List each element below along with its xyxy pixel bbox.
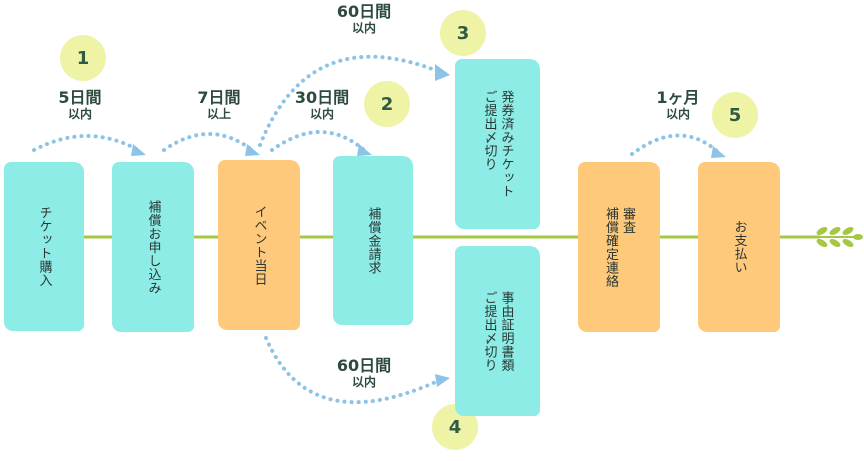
step-badge-2: 2 xyxy=(364,81,410,127)
interval-qualifier: 以内 xyxy=(67,107,92,121)
card-label: 審査 補償確定連絡 xyxy=(603,206,635,288)
step-badge-3: 3 xyxy=(440,10,486,56)
arrow-60days-bottom xyxy=(264,336,442,405)
interval-value: 1ヶ月 xyxy=(656,88,700,107)
interval-qualifier: 以内 xyxy=(665,107,690,121)
card-label: 発券済みチケット ご提出〆切り xyxy=(481,90,514,198)
arrowhead xyxy=(245,144,260,156)
leaf-sprig-icon xyxy=(812,227,863,247)
interval-value: 60日間 xyxy=(336,356,392,375)
step-card-claim: 補償金請求 xyxy=(333,156,413,325)
arrowhead xyxy=(131,144,146,156)
interval-qualifier: 以上 xyxy=(206,107,231,121)
card-label: お支払い xyxy=(731,220,747,274)
step-card-ticket-purchase: チケット購入 xyxy=(4,162,84,331)
arrow-5days xyxy=(32,134,140,152)
arrowhead xyxy=(435,64,450,81)
interval-value: 5日間 xyxy=(58,88,102,107)
arrowhead xyxy=(435,374,450,387)
step-card-event-day: イベント当日 xyxy=(218,160,300,330)
arrow-1month xyxy=(630,133,720,156)
interval-label-7days: 7日間 以上 xyxy=(184,88,254,122)
interval-value: 60日間 xyxy=(336,2,392,21)
interval-label-60days-top: 60日間 以内 xyxy=(326,2,402,36)
card-label: チケット購入 xyxy=(36,206,52,287)
interval-qualifier: 以内 xyxy=(351,375,376,389)
interval-label-60days-bottom: 60日間 以内 xyxy=(326,356,402,390)
interval-value: 30日間 xyxy=(294,88,350,107)
card-label: 補償お申し込み xyxy=(145,199,161,295)
arrowhead xyxy=(711,146,726,158)
step-card-apply: 補償お申し込み xyxy=(112,162,194,332)
arrow-7days xyxy=(162,132,254,152)
step-badge-5: 5 xyxy=(712,92,758,138)
step-card-payment: お支払い xyxy=(698,162,780,332)
step-badge-1: 1 xyxy=(60,35,106,81)
arrow-30days xyxy=(270,130,366,152)
card-label: イベント当日 xyxy=(251,204,267,286)
interval-value: 7日間 xyxy=(197,88,241,107)
interval-qualifier: 以内 xyxy=(351,21,376,35)
card-label: 補償金請求 xyxy=(365,206,381,275)
card-label: 事由証明書類 ご提出〆切り xyxy=(481,290,514,372)
step-card-review: 審査 補償確定連絡 xyxy=(578,162,660,332)
arrow-60days-top xyxy=(258,54,442,147)
arrowhead xyxy=(357,144,372,156)
interval-label-5days: 5日間 以内 xyxy=(45,88,115,122)
step-card-ticket-submission-deadline: 発券済みチケット ご提出〆切り xyxy=(455,59,540,229)
step-card-certificate-submission-deadline: 事由証明書類 ご提出〆切り xyxy=(455,246,540,416)
interval-label-30days: 30日間 以内 xyxy=(286,88,358,122)
interval-qualifier: 以内 xyxy=(309,107,334,121)
interval-label-1month: 1ヶ月 以内 xyxy=(640,88,716,122)
